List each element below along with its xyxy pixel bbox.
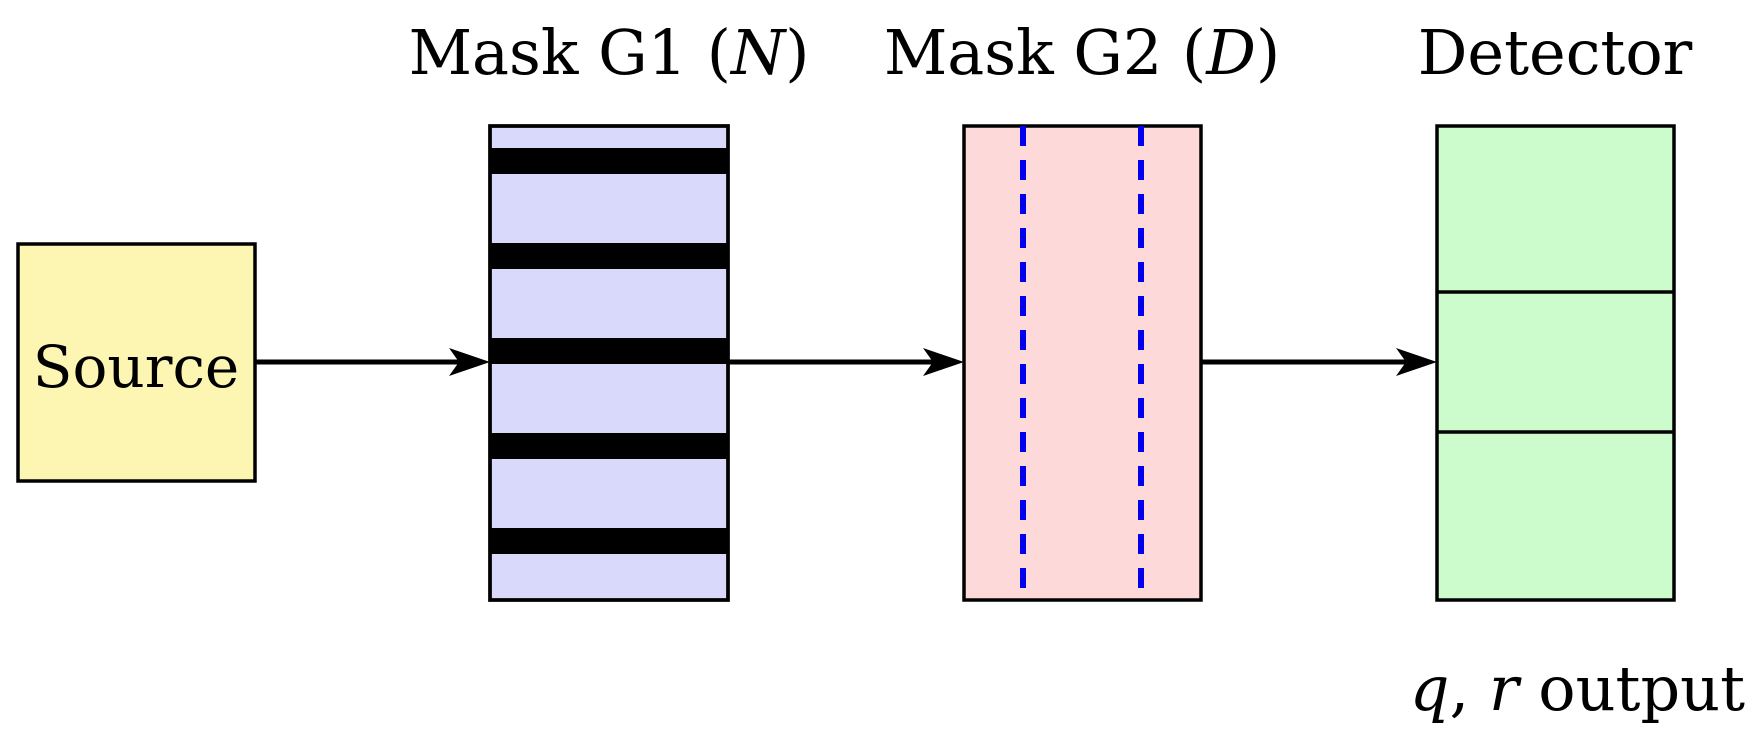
detector-cell-dividers bbox=[1437, 290, 1674, 434]
beam-arrows bbox=[255, 348, 1437, 376]
mask-g1-stripe bbox=[490, 433, 728, 459]
arrow-head-g2-to-detector bbox=[1396, 348, 1437, 376]
detector bbox=[1435, 124, 1676, 602]
mask-g2-dashed-lines bbox=[1020, 126, 1144, 600]
mask-g1-stripe bbox=[490, 148, 728, 174]
output-label: q, r output bbox=[1410, 652, 1745, 725]
detector-box bbox=[1435, 124, 1676, 602]
detector-label: Detector bbox=[1418, 16, 1693, 89]
mask-g2 bbox=[962, 124, 1203, 602]
mask-g1-stripe bbox=[490, 338, 728, 364]
mask-g2-box bbox=[962, 124, 1203, 602]
mask-g1-stripe bbox=[490, 528, 728, 554]
mask-g1-stripes bbox=[488, 124, 730, 602]
source-box bbox=[16, 242, 257, 483]
mask-g1 bbox=[488, 124, 730, 602]
arrow-head-source-to-g1 bbox=[449, 348, 490, 376]
mask-g2-label: Mask G2 (D) bbox=[884, 16, 1280, 89]
mask-g1-label: Mask G1 (N) bbox=[409, 16, 810, 89]
arrow-head-g1-to-g2 bbox=[923, 348, 964, 376]
mask-g1-stripe bbox=[490, 243, 728, 269]
source-label: Source bbox=[33, 333, 240, 401]
